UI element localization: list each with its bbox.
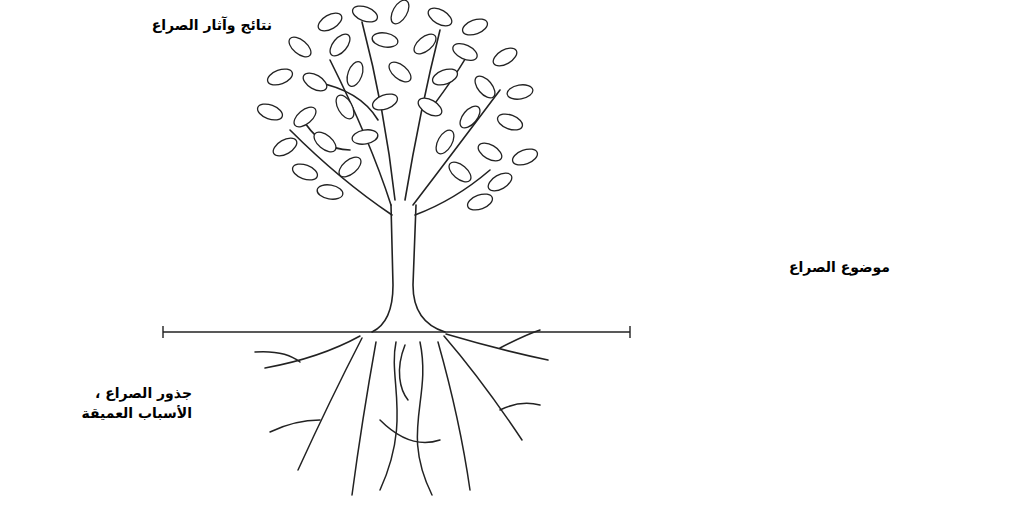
region-label: موضوع الصراع: [789, 258, 890, 278]
ground-line: [163, 326, 630, 338]
tree-roots: [255, 330, 548, 495]
tree-leaves: [255, 0, 539, 213]
tree-trunk: [290, 22, 500, 332]
region-label: نتائج وآثار الصراع: [152, 16, 272, 36]
region-label: جذور الصراع ، الأسباب العميقة: [72, 384, 192, 423]
